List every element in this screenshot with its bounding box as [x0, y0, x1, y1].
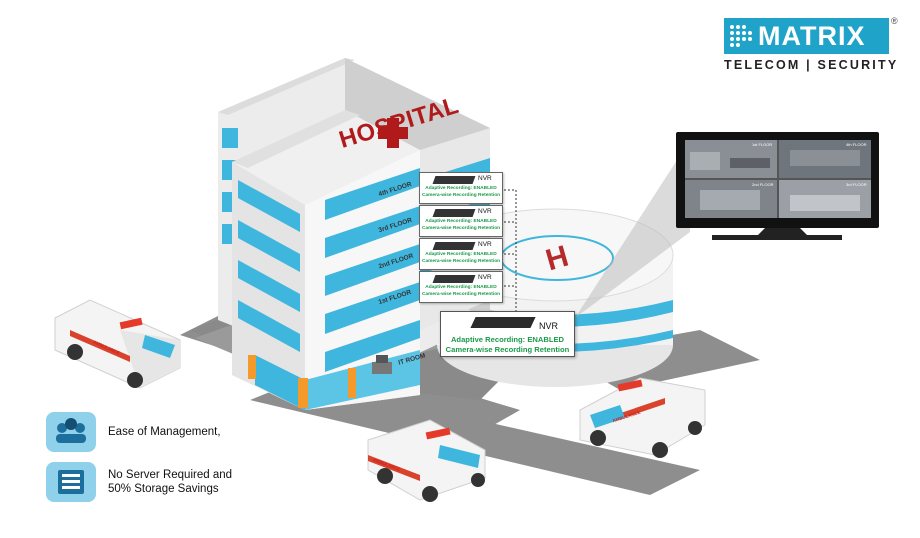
- adaptive-recording-text: Adaptive Recording: ENABLED: [450, 335, 565, 344]
- nvr-label: NVR: [478, 241, 492, 248]
- nvr-label: NVR: [478, 175, 492, 182]
- feature-text-line-2: 50% Storage Savings: [108, 483, 219, 495]
- retention-text: Camera-wise Recording Retention: [422, 292, 501, 297]
- nvr-box-1st-floor: NVR Adaptive Recording: ENABLED Camera-w…: [419, 271, 503, 303]
- nvr-device-icon: [470, 317, 536, 328]
- people-management-icon: [46, 412, 96, 452]
- nvr-device-icon: [432, 242, 476, 250]
- nvr-device-icon: [432, 176, 476, 184]
- feature-text-line-1: No Server Required and: [108, 469, 233, 481]
- adaptive-recording-text: Adaptive Recording: ENABLED: [425, 285, 497, 290]
- logo-dots-icon: [724, 18, 758, 54]
- brand-tagline: TELECOM | SECURITY: [724, 58, 899, 72]
- nvr-box-4th-floor: NVR Adaptive Recording: ENABLED Camera-w…: [419, 172, 503, 204]
- nvr-box-3rd-floor: NVR Adaptive Recording: ENABLED Camera-w…: [419, 205, 503, 237]
- retention-text: Camera-wise Recording Retention: [422, 226, 501, 231]
- logo-badge: MATRIX: [724, 18, 889, 54]
- nvr-label: NVR: [478, 208, 492, 215]
- camera-view-beam: [575, 140, 690, 318]
- ambulance-left: [54, 299, 181, 389]
- monitor-view-label: 2nd FLOOR: [752, 182, 774, 187]
- nvr-device-icon: [432, 209, 476, 217]
- ambulance-right: [579, 377, 706, 458]
- feature-text: No Server Required and 50% Storage Savin…: [108, 468, 232, 496]
- nvr-device-icon: [432, 275, 476, 283]
- brand-name: MATRIX: [758, 20, 866, 51]
- hospital-cross-icon: [378, 118, 408, 148]
- feature-ease-of-management: Ease of Management,: [46, 412, 221, 452]
- adaptive-recording-text: Adaptive Recording: ENABLED: [425, 219, 497, 224]
- feature-text: Ease of Management,: [108, 426, 221, 438]
- retention-text: Camera-wise Recording Retention: [422, 193, 501, 198]
- adaptive-recording-text: Adaptive Recording: ENABLED: [425, 252, 497, 257]
- monitor-view-label: 4th FLOOR: [846, 142, 867, 147]
- nvr-box-it-room: NVR Adaptive Recording: ENABLED Camera-w…: [440, 311, 575, 357]
- registered-mark: ®: [891, 16, 898, 26]
- nvr-box-2nd-floor: NVR Adaptive Recording: ENABLED Camera-w…: [419, 238, 503, 270]
- adaptive-recording-text: Adaptive Recording: ENABLED: [425, 186, 497, 191]
- monitor-view-label: 3rd FLOOR: [846, 182, 867, 187]
- monitor: [676, 132, 879, 240]
- nvr-connection-lines: [500, 189, 517, 315]
- nvr-label: NVR: [539, 321, 559, 331]
- nvr-label: NVR: [478, 274, 492, 281]
- retention-text: Camera-wise Recording Retention: [422, 259, 501, 264]
- retention-text: Camera-wise Recording Retention: [445, 345, 570, 354]
- monitor-view-label: 1st FLOOR: [752, 142, 773, 147]
- ambulance-center: [367, 419, 486, 502]
- matrix-logo: MATRIX ® TELECOM | SECURITY: [724, 16, 899, 74]
- server-storage-icon: [46, 462, 96, 502]
- feature-storage-savings: No Server Required and 50% Storage Savin…: [46, 462, 232, 502]
- feature-icons: [46, 412, 96, 502]
